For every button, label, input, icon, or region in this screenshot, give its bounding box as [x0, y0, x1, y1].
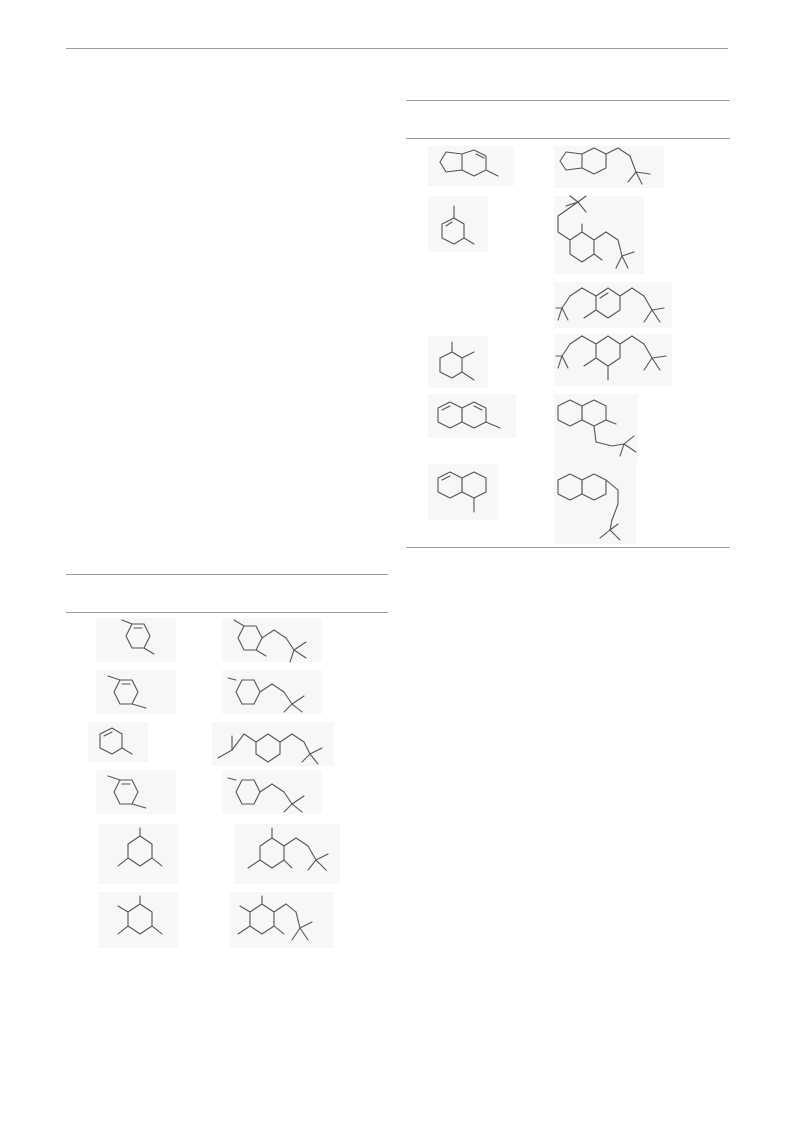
structure-background — [96, 618, 176, 662]
structure-background — [554, 464, 636, 544]
p-xylene-icon — [106, 772, 156, 812]
tetramethyl-alkyl-icon — [234, 895, 334, 952]
2-methylnaphthalene-icon — [434, 398, 514, 436]
structure-background — [96, 770, 176, 814]
structure-background — [234, 824, 340, 884]
methylenedioxy-toluene-icon — [436, 148, 506, 184]
structure-background — [554, 196, 644, 274]
p-xylene-icon — [106, 672, 156, 712]
methyl-bis-chromane-icon — [555, 334, 676, 386]
bis-chromane-icon — [556, 195, 646, 274]
methylenedioxy-chromane-icon — [556, 146, 666, 190]
right-table-header-rule — [406, 138, 730, 139]
structure-background — [88, 722, 148, 762]
toluene-icon — [94, 726, 134, 762]
structure-background — [98, 824, 178, 884]
p-xylene-icon — [118, 619, 163, 660]
1-methylnaphthalene-icon — [434, 470, 498, 516]
structure-background — [96, 670, 176, 714]
right-table-bottom-rule — [406, 547, 730, 548]
structure-background — [554, 334, 672, 386]
naphthyl-alkyl-icon — [556, 396, 646, 466]
structure-background — [428, 394, 516, 438]
tetramethylbenzene-icon — [114, 895, 166, 946]
structure-background — [222, 770, 322, 814]
dimethyl-chromane-icon — [227, 772, 323, 817]
hemimellitene-icon — [434, 340, 484, 386]
structure-background — [554, 282, 672, 328]
mesityl-alkyl-icon — [246, 827, 346, 884]
structure-background — [428, 336, 488, 388]
left-table-top-rule — [66, 574, 388, 575]
structure-background — [230, 892, 334, 948]
left-table-header-rule — [66, 612, 388, 613]
dimethyl-chromane-icon — [230, 619, 325, 665]
prenyl-chromane-icon — [217, 724, 338, 769]
dimethyl-chromane-icon — [227, 672, 323, 717]
structure-background — [554, 394, 638, 464]
right-table-top-rule — [406, 100, 730, 101]
structure-background — [98, 892, 178, 948]
mesitylene-icon — [116, 827, 166, 880]
linear-bis-chromane-icon — [555, 284, 676, 328]
structure-background — [222, 670, 322, 714]
header-rule — [66, 48, 728, 49]
m-xylene-icon — [436, 204, 480, 248]
structure-background — [428, 196, 488, 252]
naphtho-chromane-icon — [556, 468, 636, 546]
